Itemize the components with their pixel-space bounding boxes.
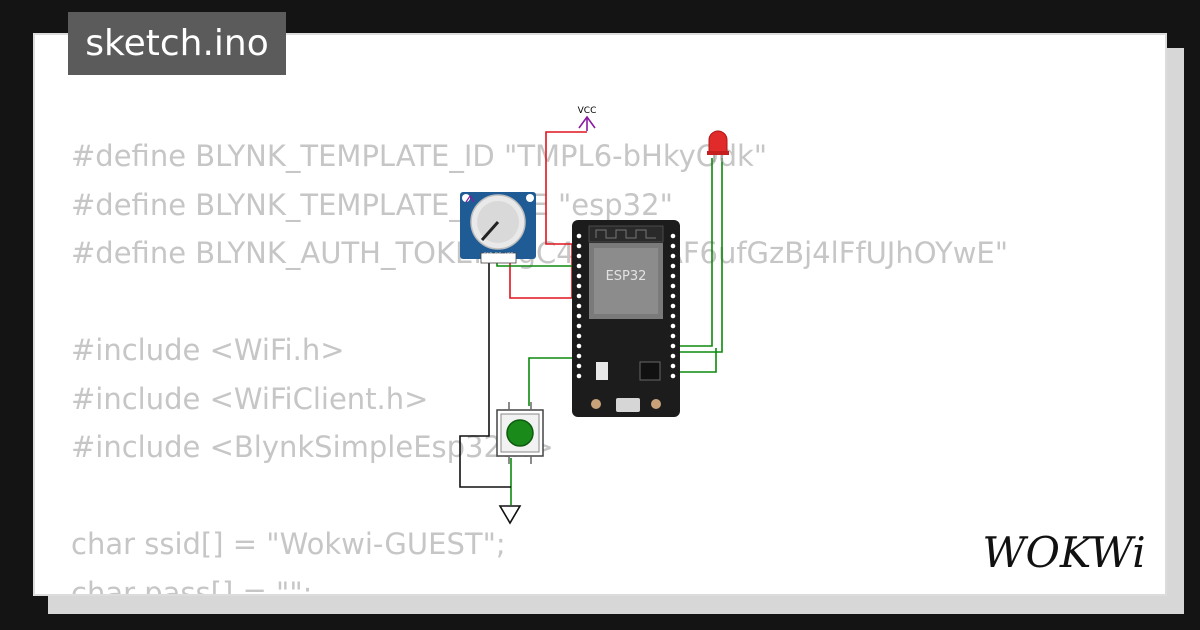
- wire-green-right: [676, 348, 717, 373]
- wire-green-led-1: [676, 158, 723, 353]
- code-line: char ssid[] = "Wokwi-GUEST";: [71, 527, 506, 561]
- pot-pin-vcc: VCC: [505, 252, 514, 257]
- wire-black-gnd: [459, 260, 511, 488]
- code-line: #define BLYNK_TEMPLATE_ID "TMPL6-bHkyOdk…: [71, 139, 768, 173]
- potentiometer[interactable]: GND SIG VCC: [460, 192, 536, 264]
- wire-green-button: [528, 357, 578, 406]
- esp32-label: ESP32: [606, 269, 647, 284]
- esp32-board[interactable]: ESP32: [572, 220, 680, 417]
- logo-text: WOKWi: [982, 528, 1145, 577]
- wire-green-led-2: [676, 158, 713, 347]
- code-line: char pass[] = "";: [71, 575, 313, 596]
- code-line: #include <WiFiClient.h>: [71, 381, 429, 416]
- wokwi-logo: WOKWi: [982, 528, 1145, 577]
- vcc-label: VCC: [578, 106, 597, 116]
- pot-pin-gnd: GND: [483, 252, 492, 257]
- push-button[interactable]: [496, 402, 544, 464]
- code-background: #define BLYNK_TEMPLATE_ID "TMPL6-bHkyOdk…: [71, 35, 1165, 594]
- code-line: #include <WiFi.h>: [71, 333, 345, 367]
- ground-symbol: [498, 505, 522, 525]
- pot-pin-sig: SIG: [495, 252, 502, 257]
- led-red[interactable]: [707, 130, 729, 162]
- vcc-symbol: VCC: [578, 106, 597, 131]
- file-tab[interactable]: sketch.ino: [68, 12, 286, 75]
